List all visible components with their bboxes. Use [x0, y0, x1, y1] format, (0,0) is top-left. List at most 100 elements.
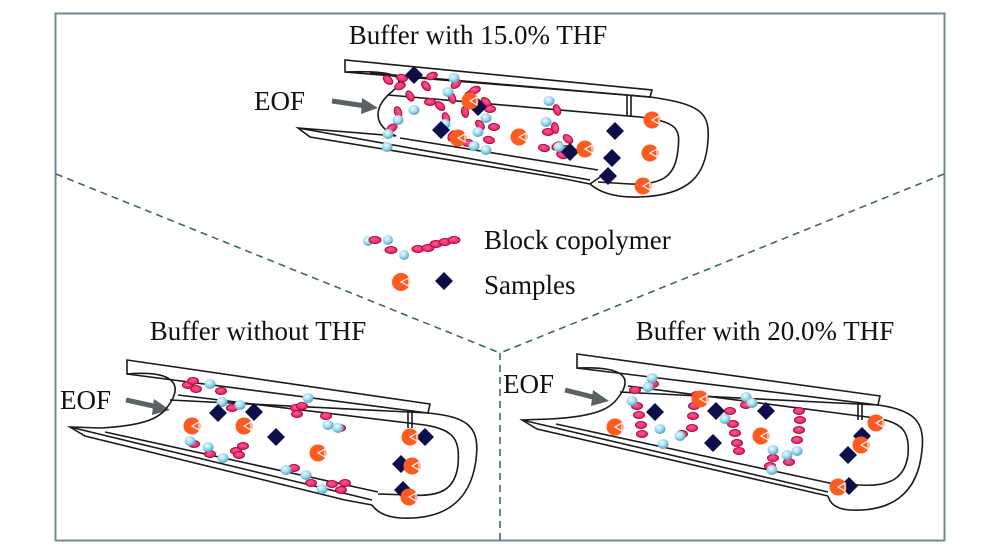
legend-sample-circle-icon: [392, 273, 410, 291]
hydrophilic-segment: [322, 420, 334, 430]
hydrophobic-segment: [233, 451, 245, 459]
sample-diamond: [416, 428, 434, 446]
eof-label: EOF: [503, 369, 554, 399]
hydrophobic-segment: [635, 421, 647, 429]
panel-title: Buffer with 20.0% THF: [636, 316, 895, 346]
hydrophobic-segment: [488, 123, 500, 131]
hydrophobic-segment: [687, 412, 699, 420]
panel-title: Buffer without THF: [150, 316, 367, 346]
hydrophilic-segment: [381, 142, 393, 152]
hydrophilic-segment: [216, 397, 228, 407]
hydrophobic-segment: [483, 135, 495, 145]
hydrophilic-segment: [392, 115, 404, 125]
sample-circle: [606, 418, 624, 436]
hydrophobic-segment: [733, 447, 745, 455]
sample-circle: [852, 436, 870, 454]
hydrophilic-segment: [442, 87, 454, 97]
hydrophilic-segment: [746, 398, 758, 408]
legend-sample-diamond-icon: [435, 272, 453, 290]
hydrophobic-segment: [291, 410, 303, 418]
hydrophobic-segment: [767, 454, 779, 462]
sample-diamond: [839, 446, 857, 464]
sample-diamond: [599, 167, 617, 185]
hydrophobic-segment: [729, 429, 741, 437]
panel-thf-20: Buffer with 20.0% THF EOF: [503, 316, 924, 511]
hydrophilic-segment: [657, 439, 669, 449]
hydrophobic-segment: [686, 424, 698, 432]
capillary: [295, 59, 710, 198]
sample-circle: [461, 92, 479, 110]
hydrophobic-segment: [421, 80, 431, 92]
sample-diamond: [245, 403, 263, 421]
hydrophobic-segment: [187, 377, 199, 385]
hydrophilic-segment: [480, 113, 492, 123]
eof-arrow: [125, 397, 170, 415]
hydrophobic-segment: [550, 122, 560, 134]
hydrophilic-segment: [766, 465, 778, 475]
hydrophobic-segment: [793, 407, 805, 415]
sample-circle: [309, 444, 327, 462]
sample-circle: [829, 478, 847, 496]
hydrophobic-segment: [794, 416, 806, 424]
hydrophilic-segment: [217, 453, 229, 463]
hydrophilic-segment: [316, 484, 328, 494]
sample-circle: [183, 417, 201, 435]
hydrophobic-segment: [793, 426, 805, 434]
hydrophobic-segment: [326, 480, 338, 488]
sample-circle: [643, 111, 661, 129]
hydrophobic-segment: [636, 430, 648, 438]
divider-right: [499, 173, 945, 354]
capillary: [66, 359, 478, 519]
hydrophilic-segment: [184, 436, 196, 446]
hydrophilic-segment: [553, 142, 565, 152]
hydrophilic-segment: [302, 393, 314, 403]
sample-diamond: [646, 403, 664, 421]
hydrophilic-segment: [719, 414, 731, 424]
sample-circle: [867, 414, 885, 432]
hydrophobic-segment: [335, 486, 347, 494]
sample-circle: [449, 129, 467, 147]
hydrophilic-segment: [480, 145, 492, 155]
legend-copolymer-icon: [363, 235, 461, 260]
hydrophilic-segment: [626, 396, 638, 406]
hydrophilic-segment: [781, 450, 793, 460]
sample-circle: [691, 390, 709, 408]
sample-diamond: [432, 121, 450, 139]
sample-circle: [641, 144, 659, 162]
legend-copolymer-label: Block copolymer: [484, 225, 671, 255]
sample-diamond: [757, 402, 775, 420]
sample-diamond: [603, 149, 621, 167]
hydrophilic-segment: [767, 445, 779, 455]
sample-circle: [401, 428, 419, 446]
capillary: [519, 353, 924, 511]
hydrophilic-segment: [202, 442, 214, 452]
hydrophilic-segment: [674, 431, 686, 441]
panel-dividers: [55, 173, 945, 540]
sample-circle: [576, 140, 594, 158]
block-copolymers: [381, 71, 574, 160]
sample-diamond: [561, 143, 579, 161]
panel-no-thf: Buffer without THF EOF: [60, 316, 478, 519]
hydrophobic-segment: [320, 412, 332, 420]
sample-diamond: [704, 434, 722, 452]
hydrophobic-segment: [405, 90, 415, 102]
hydrophobic-segment: [629, 386, 641, 394]
hydrophilic-segment: [280, 465, 292, 475]
hydrophobic-segment: [731, 439, 743, 447]
sample-diamond: [209, 404, 227, 422]
sample-circle: [634, 177, 652, 195]
hydrophilic-segment: [448, 73, 460, 83]
eof-arrow: [331, 98, 378, 114]
sample-diamond: [405, 66, 423, 84]
hydrophilic-segment: [543, 96, 555, 106]
hydrophilic-segment: [204, 379, 216, 389]
eof-label: EOF: [60, 385, 111, 415]
hydrophobic-segment: [215, 387, 227, 395]
hydrophobic-segment: [562, 134, 574, 144]
samples: [405, 66, 661, 195]
sample-diamond: [707, 402, 725, 420]
hydrophilic-segment: [300, 470, 312, 480]
sample-circle: [400, 488, 418, 506]
hydrophilic-segment: [468, 141, 480, 151]
